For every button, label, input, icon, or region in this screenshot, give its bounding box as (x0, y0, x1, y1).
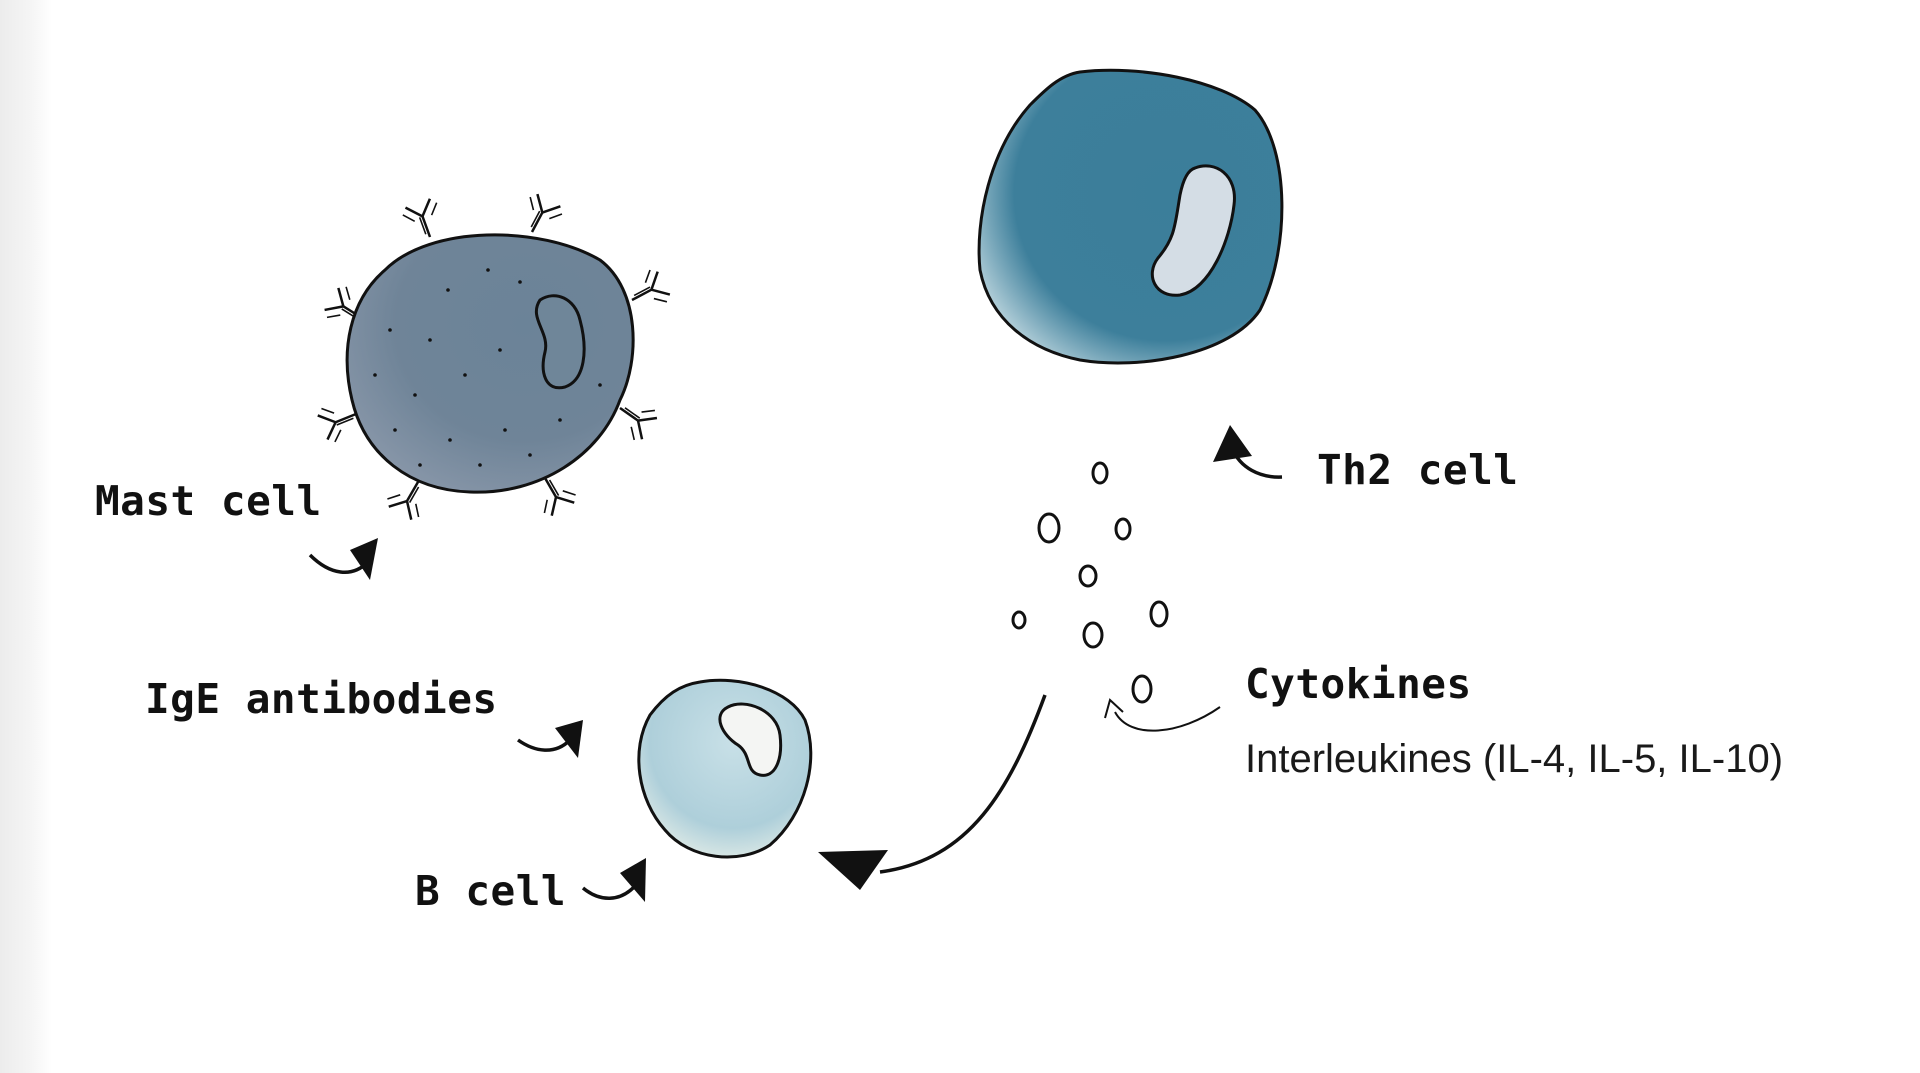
b-cell-label: B cell (415, 867, 567, 915)
mast-cell (314, 190, 674, 524)
th2-cell-body (977, 68, 1284, 365)
arrow-mast-cell (308, 538, 378, 580)
cytokine-particles (1011, 461, 1169, 704)
th2-cell (977, 68, 1284, 365)
mast-cell-label: Mast cell (95, 477, 322, 525)
cytokines-label: Cytokines (1245, 660, 1472, 708)
arrow-b-cell (581, 858, 646, 902)
mast-cell-nucleus (534, 294, 586, 390)
arrow-cytokines-to-b-cell (818, 694, 1047, 890)
antibody-icon (399, 195, 449, 245)
antibody-icon (514, 190, 567, 242)
ige-antibodies-label: IgE antibodies (145, 675, 498, 723)
th2-cell-label: Th2 cell (1317, 446, 1519, 494)
b-cell (637, 678, 813, 859)
th2-cell-nucleus (1150, 164, 1236, 297)
interleukines-label: Interleukines (IL-4, IL-5, IL-10) (1245, 737, 1784, 781)
arrow-th2-cell (1213, 425, 1283, 479)
mast-cell-body (345, 233, 635, 494)
page-edge-shadow (0, 0, 52, 1073)
arrow-cytokines (1104, 698, 1221, 732)
b-cell-body (637, 678, 813, 859)
granule-dots (373, 268, 602, 467)
arrow-ige-antibodies (516, 720, 583, 758)
b-cell-nucleus (718, 702, 783, 777)
